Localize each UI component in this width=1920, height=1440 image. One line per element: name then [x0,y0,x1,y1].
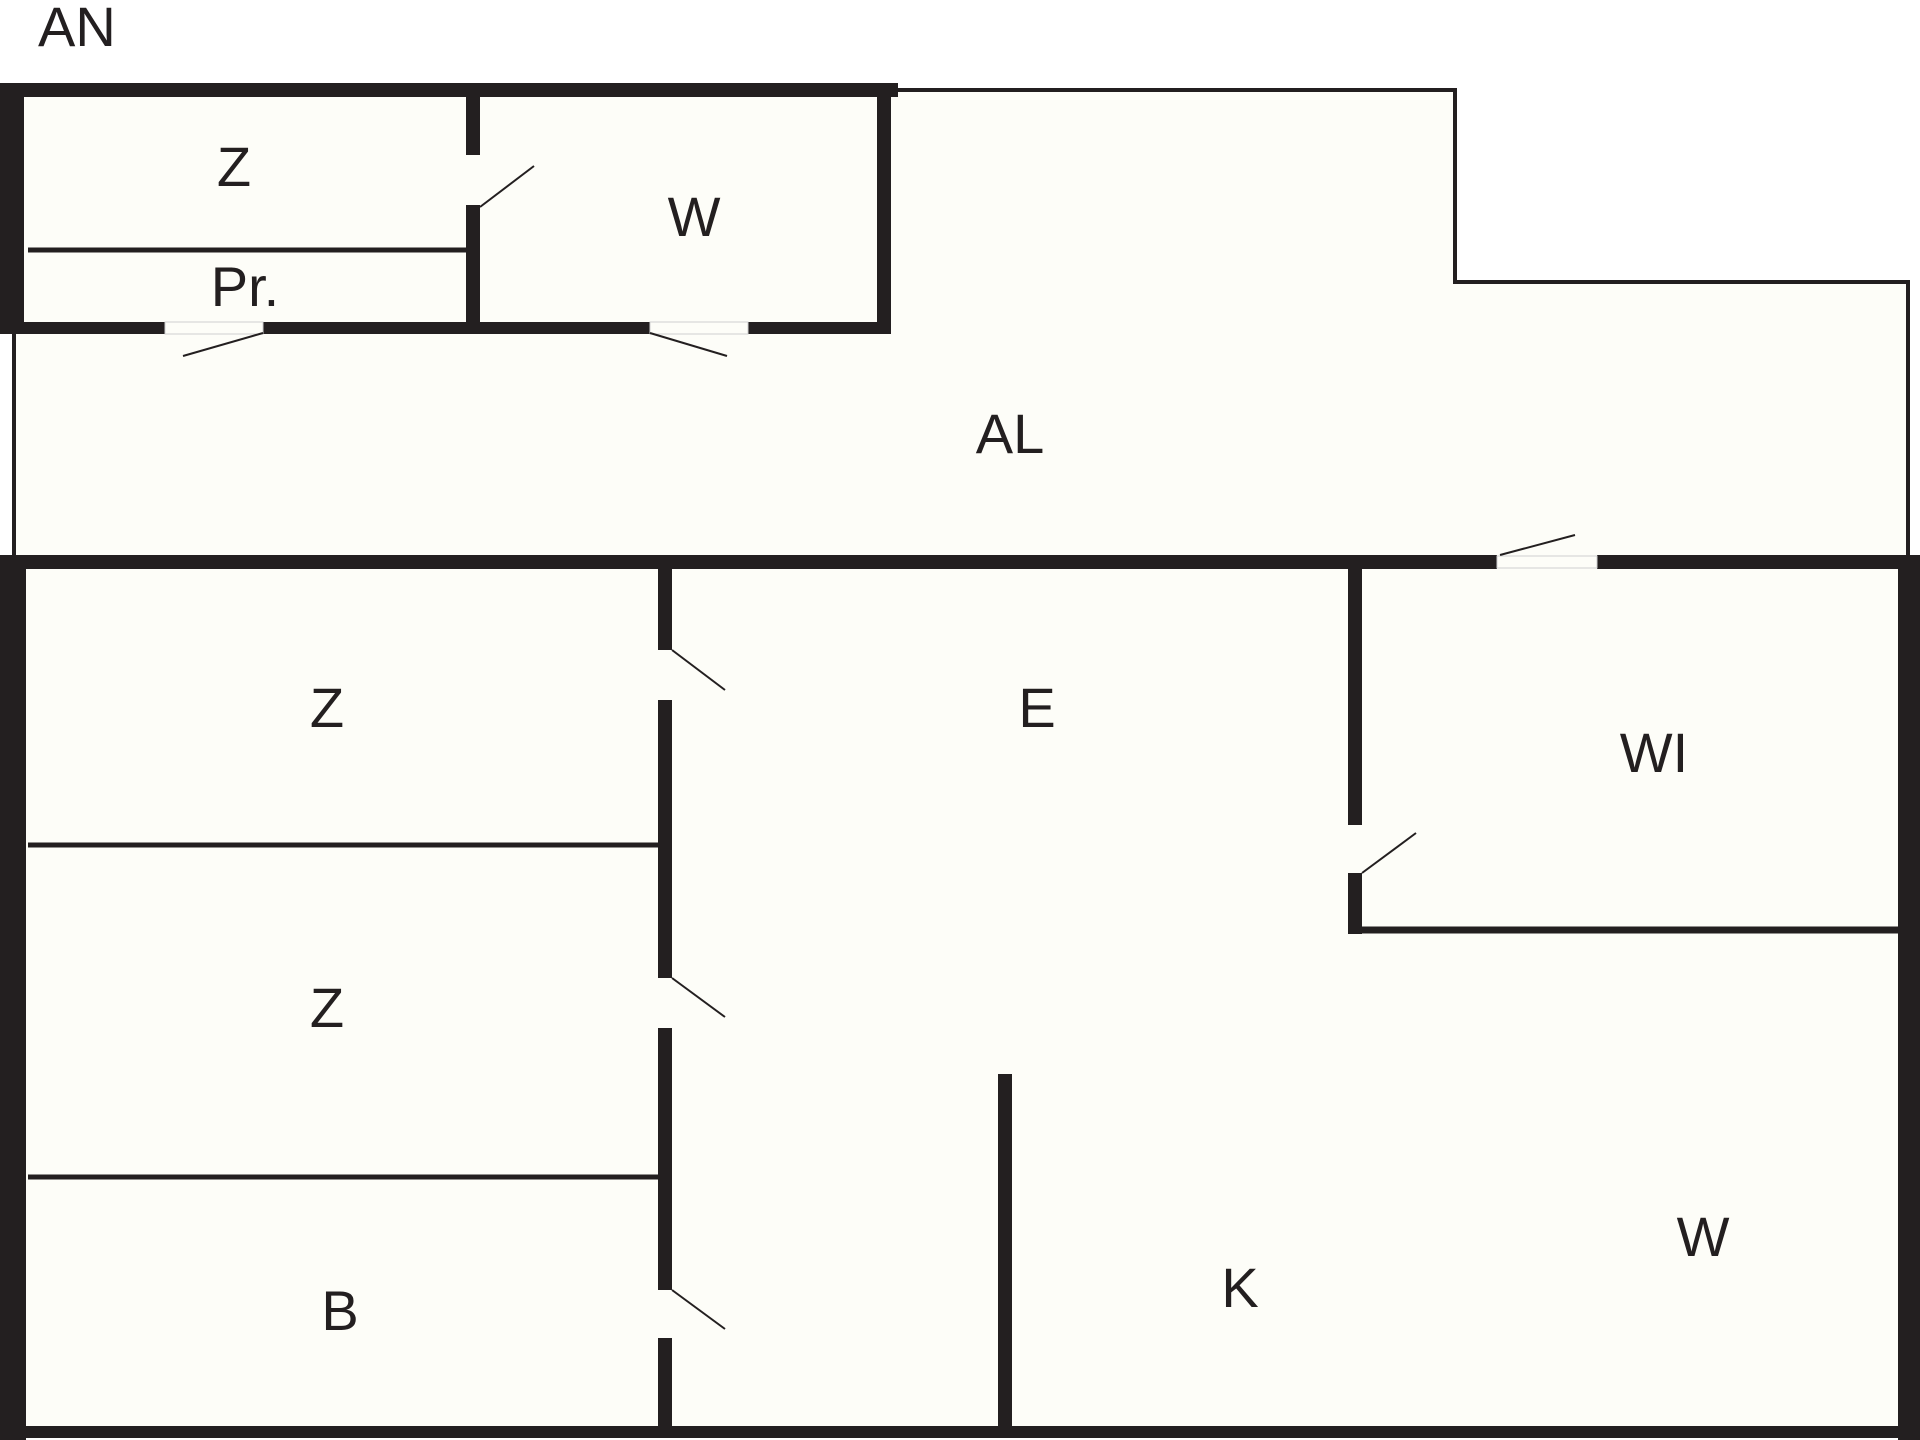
door-z-top [479,165,535,208]
thin-walls [12,88,1910,1180]
door-z-low [671,977,726,1018]
room-label-w-low: W [1677,1205,1730,1268]
thick-walls [0,83,1920,1440]
room-label-w-top: W [668,185,721,248]
window-al [1496,555,1598,569]
room-label-wi: WI [1620,721,1688,784]
labels: AN Z W Pr. AL Z E WI Z B K W [38,0,1730,1342]
door-b [671,1289,726,1330]
window-w-top [649,321,749,335]
window-pr [164,321,264,335]
door-wi [1361,832,1417,874]
room-label-al: AL [976,402,1045,465]
door-pr [182,332,264,357]
room-fills [12,88,1908,1428]
room-label-k: K [1221,1256,1258,1319]
door-z-mid [671,649,726,691]
doors [182,165,1576,1330]
room-label-b: B [321,1279,358,1342]
corner-label: AN [38,0,116,58]
room-label-z-top: Z [217,135,251,198]
room-label-pr: Pr. [211,255,279,318]
room-label-z-low: Z [310,976,344,1039]
room-label-e: E [1018,676,1055,739]
door-w-top [649,332,728,357]
door-al [1499,534,1576,556]
windows [164,321,1598,569]
room-label-z-mid: Z [310,676,344,739]
